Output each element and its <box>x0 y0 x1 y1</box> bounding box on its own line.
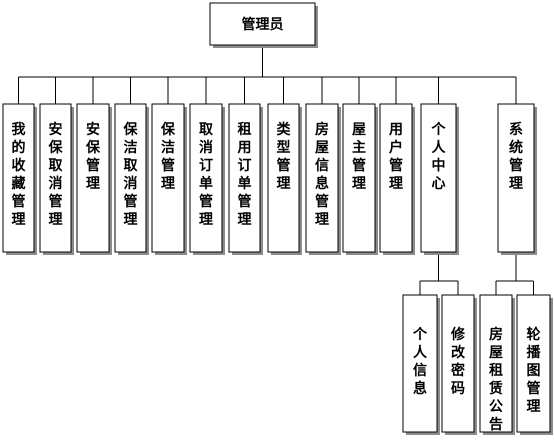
node-user: 用户管理 <box>379 103 415 255</box>
node-change-password-label: 修改密码 <box>450 326 466 397</box>
node-personal-center-label: 个人中心 <box>431 121 447 192</box>
node-personal-center: 个人中心 <box>420 103 459 255</box>
node-user-label: 用户管理 <box>389 122 403 192</box>
node-change-password-box <box>441 294 475 433</box>
node-my-favorites: 我的收藏管理 <box>2 103 37 255</box>
node-my-favorites-label: 我的收藏管理 <box>12 122 27 228</box>
node-cleaning: 保洁管理 <box>151 103 187 255</box>
node-carousel: 轮播图管理 <box>516 294 553 435</box>
node-personal-info-box <box>402 294 438 433</box>
node-cleaning-cancel-label: 保洁取消管理 <box>123 121 139 228</box>
node-type-label: 类型管理 <box>277 121 292 192</box>
node-rental-order-box <box>228 103 261 253</box>
node-house-info: 房屋信息管理 <box>305 103 341 255</box>
node-type-box <box>267 103 300 253</box>
node-cleaning-box <box>151 103 185 253</box>
node-carousel-label: 轮播图管理 <box>527 326 542 415</box>
node-cancel-order-label: 取消订单管理 <box>199 122 214 228</box>
node-cleaning-label: 保洁管理 <box>160 121 176 192</box>
node-landlord: 屋主管理 <box>342 103 378 255</box>
node-cancel-order: 取消订单管理 <box>189 103 225 255</box>
node-my-favorites-box <box>2 103 35 253</box>
node-personal-center-box <box>420 103 457 253</box>
node-cleaning-cancel: 保洁取消管理 <box>114 103 149 255</box>
node-system: 系统管理 <box>497 103 537 255</box>
node-carousel-box <box>516 294 551 433</box>
connector-lines <box>18 45 534 295</box>
node-security-label: 安保管理 <box>85 121 101 192</box>
node-cleaning-cancel-box <box>114 103 147 253</box>
node-security-cancel: 安保取消管理 <box>39 103 74 255</box>
node-rental-notice: 房屋租赁公告 <box>479 294 515 435</box>
node-house-info-label: 房屋信息管理 <box>315 121 329 228</box>
node-rental-notice-box <box>479 294 513 433</box>
node-security-cancel-box <box>39 103 72 253</box>
node-landlord-label: 屋主管理 <box>352 122 366 192</box>
node-security-box <box>76 103 110 253</box>
node-rental-notice-label: 房屋租赁公告 <box>488 326 503 433</box>
node-user-box <box>379 103 413 253</box>
node-house-info-box <box>305 103 339 253</box>
node-root: 管理员 <box>209 2 318 48</box>
node-personal-info-label: 个人信息 <box>412 326 428 397</box>
node-change-password: 修改密码 <box>441 294 477 435</box>
node-rental-order-label: 租用订单管理 <box>238 121 252 228</box>
node-landlord-box <box>342 103 376 253</box>
node-security-cancel-label: 安保取消管理 <box>48 121 64 228</box>
node-system-label: 系统管理 <box>509 121 523 192</box>
node-system-box <box>497 103 535 253</box>
node-type: 类型管理 <box>267 103 302 255</box>
node-cancel-order-box <box>189 103 223 253</box>
node-rental-order: 租用订单管理 <box>228 103 263 255</box>
node-personal-info: 个人信息 <box>402 294 440 435</box>
node-root-box <box>209 2 316 46</box>
node-security: 安保管理 <box>76 103 112 255</box>
node-root-label: 管理员 <box>242 16 284 33</box>
